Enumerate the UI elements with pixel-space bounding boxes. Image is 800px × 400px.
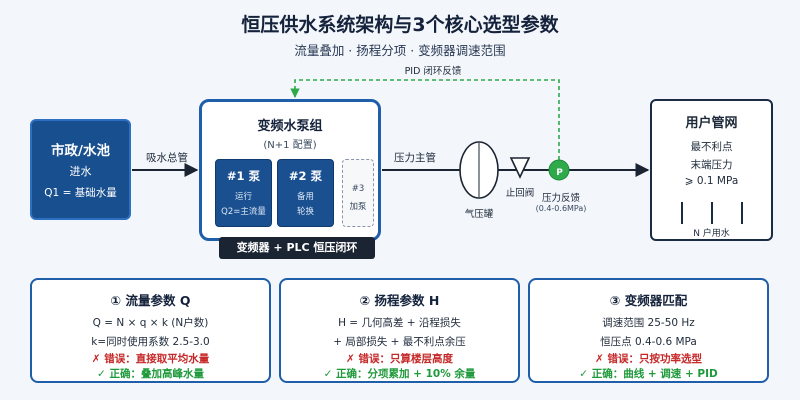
pressure-sensor-letter: P (556, 168, 563, 178)
pressure-feedback-range: (0.4-0.6MPa) (535, 204, 587, 213)
card-formula: Q = N × q × k (N户数) (92, 317, 209, 329)
pressure-tank-label: 气压罐 (464, 209, 494, 220)
card-correct-practice: ✓ 正确：曲线 + 调速 + PID (579, 368, 718, 380)
check-valve-label: 止回阀 (505, 188, 535, 199)
card-title: ① 流量参数 Q (110, 293, 191, 308)
card-correct-practice: ✓ 正确：分项累加 + 10% 余量 (323, 368, 476, 380)
pump-1-status: 运行 (234, 192, 252, 202)
pressure-sensor-icon (548, 159, 570, 181)
main-pipe-label: 压力主管 (394, 152, 436, 164)
card-formula: H = 几何高差 + 沿程损失 (338, 317, 461, 329)
card-wrong-practice: ✗ 错误：直接取平均水量 (91, 353, 210, 365)
source-inlet-label: 进水 (69, 165, 92, 178)
card-wrong-practice: ✗ 错误：只按功率选型 (595, 353, 702, 365)
pump-group-box: 变频水泵组 (N+1 配置) #1 泵 运行 Q2=主流量 #2 泵 备用 轮换… (199, 99, 381, 241)
user-network-box: 用户管网 最不利点 末端压力 ⩾ 0.1 MPa N 户用水 (650, 99, 773, 241)
suction-pipe-label: 吸水总管 (146, 152, 188, 164)
card-note: 恒压点 0.4-0.6 MPa (600, 336, 697, 348)
pid-loop-label: PID 闭环反馈 (404, 66, 462, 77)
pump-3-box: #3 加泵 (342, 159, 374, 227)
vfd-plc-bar: 变频器 + PLC 恒压闭环 (219, 237, 375, 259)
pid-feedback-loop (290, 79, 560, 160)
source-title: 市政/水池 (51, 143, 110, 159)
pump-group-config: (N+1 配置) (263, 140, 317, 151)
pressure-feedback-label: 压力反馈 (541, 193, 580, 204)
card-title: ② 扬程参数 H (359, 293, 440, 308)
water-source-box: 市政/水池 进水 Q1 = 基础水量 (30, 119, 131, 220)
riser-pipe-icon (741, 202, 743, 224)
head-parameter-card: ② 扬程参数 H H = 几何高差 + 沿程损失 + 局部损失 + 最不利点余压… (279, 278, 520, 383)
check-valve-icon (509, 157, 531, 179)
card-note: + 局部损失 + 最不利点余压 (333, 336, 466, 348)
user-households-label: N 户用水 (693, 229, 730, 239)
pump-2-title: #2 泵 (288, 169, 323, 183)
user-end-pressure: 末端压力 (690, 159, 733, 171)
pump-1-flow: Q2=主流量 (221, 207, 266, 217)
pump-2-status: 备用 (296, 192, 314, 202)
riser-pipe-icon (711, 202, 713, 224)
pump-1-box: #1 泵 运行 Q2=主流量 (215, 159, 272, 227)
pump-3-status: 加泵 (349, 202, 367, 212)
source-base-flow: Q1 = 基础水量 (44, 187, 117, 199)
user-pressure-value: ⩾ 0.1 MPa (684, 175, 739, 187)
pump-2-role: 轮换 (296, 207, 314, 217)
pump-3-title: #3 (351, 184, 365, 194)
pump-group-title: 变频水泵组 (257, 119, 323, 134)
card-note: k=同时使用系数 2.5-3.0 (91, 336, 210, 348)
card-wrong-practice: ✗ 错误：只算楼层高度 (346, 353, 453, 365)
card-title: ③ 变频器匹配 (609, 293, 688, 308)
pump-1-title: #1 泵 (226, 169, 261, 183)
user-network-title: 用户管网 (685, 116, 738, 131)
pump-2-box: #2 泵 备用 轮换 (277, 159, 334, 227)
flow-parameter-card: ① 流量参数 Q Q = N × q × k (N户数) k=同时使用系数 2.… (30, 278, 271, 383)
page-subtitle: 流量叠加 · 扬程分项 · 变频器调速范围 (294, 43, 506, 58)
vfd-matching-card: ③ 变频器匹配 调速范围 25-50 Hz 恒压点 0.4-0.6 MPa ✗ … (528, 278, 769, 383)
card-correct-practice: ✓ 正确：叠加高峰水量 (97, 368, 204, 380)
card-formula: 调速范围 25-50 Hz (602, 317, 695, 329)
riser-pipe-icon (681, 202, 683, 224)
page-title: 恒压供水系统架构与3个核心选型参数 (241, 14, 559, 36)
user-worst-point: 最不利点 (690, 141, 733, 153)
